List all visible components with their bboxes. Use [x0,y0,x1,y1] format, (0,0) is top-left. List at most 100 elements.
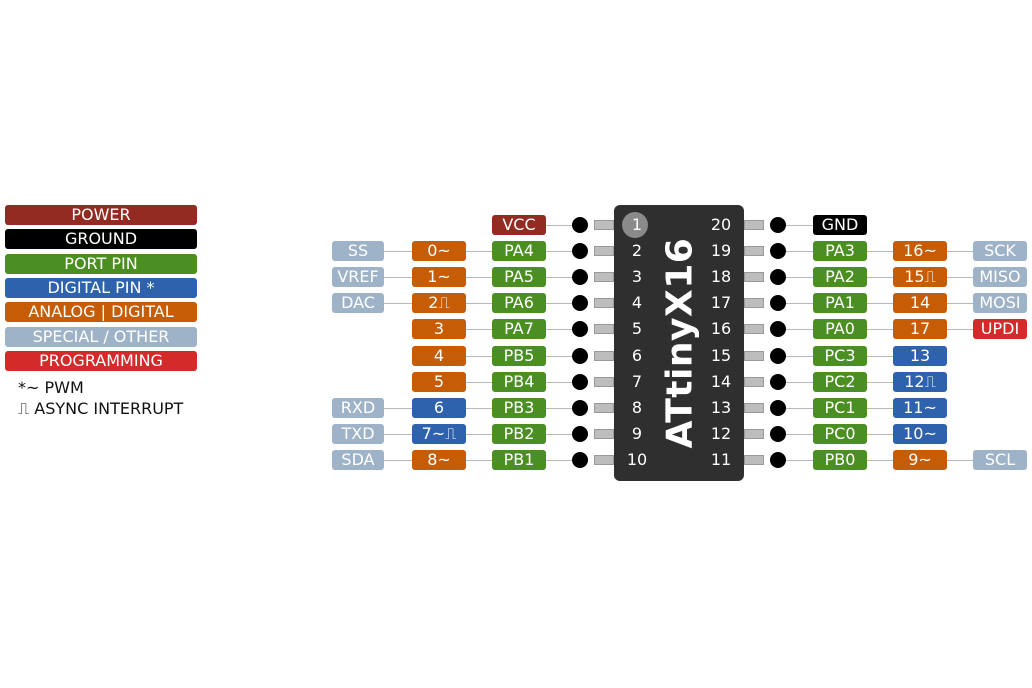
pin-dot [572,243,588,260]
pin-label-port: PB4 [492,371,546,392]
pin-number: 17 [710,293,732,313]
pin-dot [770,451,786,468]
pin-dot [572,399,588,416]
pin-lead [594,428,614,439]
pin-dot [770,399,786,416]
pin-lead [594,454,614,465]
pin-number: 15 [710,345,732,365]
pin-dot [572,295,588,312]
pin-label-analog: 1~ [412,267,466,288]
pin-lead [744,402,764,413]
pin-label-analog: 17 [893,319,947,340]
chip-body [614,205,744,481]
pin-label-digital: 7~⎍ [412,423,466,444]
pin-number: 16 [710,319,732,339]
pin-label-special: MOSI [973,293,1027,314]
pin-lead [744,220,764,230]
pin-label-special: SS [332,241,384,262]
pin-label-special: SCK [973,241,1027,262]
pin-dot [572,347,588,364]
pin-dot [770,295,786,312]
pin-dot [770,243,786,260]
chip-name: ATtinyX16 [659,237,701,449]
pin-number: 5 [631,319,643,339]
pin-label-port: PA6 [492,293,546,314]
pin-dot [770,217,786,233]
pin-label-analog: 0~ [412,241,466,262]
legend-item-power: POWER [5,205,197,225]
pin-label-special: VREF [332,267,384,288]
pin-lead [594,402,614,413]
pin-label-digital: 10~ [893,423,947,444]
pin-number: 14 [710,371,732,391]
pin-label-port: PC0 [813,423,867,444]
pin-label-analog: 4 [412,345,466,366]
pin-label-port: PA1 [813,293,867,314]
pin-lead [594,272,614,283]
pin-number: 10 [626,449,648,469]
pin-number: 6 [631,345,643,365]
pin-lead [594,298,614,309]
pin-label-port: PC1 [813,397,867,418]
pin-lead [744,350,764,361]
pin-label-digital: 11~ [893,397,947,418]
pin-label-special: SDA [332,449,384,470]
pin-label-port: PA4 [492,241,546,262]
pin-dot [572,425,588,442]
pin-lead [594,324,614,335]
pin-dot [770,373,786,390]
pin-label-power: VCC [492,215,546,235]
pin-dot [572,451,588,468]
pin-lead [594,246,614,257]
pin-label-special: TXD [332,423,384,444]
pin-number: 13 [710,397,732,417]
pin-label-port: PB0 [813,449,867,470]
pin-lead [744,454,764,465]
pin-number: 9 [631,423,643,443]
pin-label-digital: 12⎍ [893,371,947,392]
pin-number: 19 [710,241,732,261]
pin-label-analog: 14 [893,293,947,314]
legend-item-port: PORT PIN [5,253,197,274]
pin-dot [572,269,588,286]
pin-label-analog: 8~ [412,449,466,470]
legend-item-special: SPECIAL / OTHER [5,326,197,347]
pin-label-analog: 2⎍ [412,293,466,314]
pin-label-port: PB3 [492,397,546,418]
legend-note-0: *~ PWM [18,378,84,397]
pin-lead [744,376,764,387]
pin-label-port: PA2 [813,267,867,288]
pin-label-ground: GND [813,215,867,235]
pin-label-port: PA0 [813,319,867,340]
pin-lead [594,220,614,230]
pin-label-port: PA5 [492,267,546,288]
pin-label-special: MISO [973,267,1027,288]
pin-number: 3 [631,267,643,287]
pin-label-port: PC3 [813,345,867,366]
pin-label-port: PB1 [492,449,546,470]
pin-dot [572,373,588,390]
pin-label-analog: 15⎍ [893,267,947,288]
pin-lead [594,376,614,387]
pin-dot [770,321,786,338]
pin-label-special: RXD [332,397,384,418]
pin-label-port: PB5 [492,345,546,366]
pin-number: 2 [631,241,643,261]
pin-label-port: PC2 [813,371,867,392]
pin-label-special: SCL [973,449,1027,470]
pin-number: 12 [710,423,732,443]
legend-item-ground: GROUND [5,229,197,250]
pin-dot [572,321,588,338]
pin-label-port: PA3 [813,241,867,262]
pin-lead [744,246,764,257]
pin-label-digital: 13 [893,345,947,366]
pin-dot [770,425,786,442]
pin-label-analog: 9~ [893,449,947,470]
pin-label-port: PB2 [492,423,546,444]
pin-label-port: PA7 [492,319,546,340]
pin-label-digital: 6 [412,397,466,418]
pin-number: 11 [710,449,732,469]
legend-item-analog: ANALOG | DIGITAL [5,302,197,323]
pin-number: 1 [631,215,643,234]
